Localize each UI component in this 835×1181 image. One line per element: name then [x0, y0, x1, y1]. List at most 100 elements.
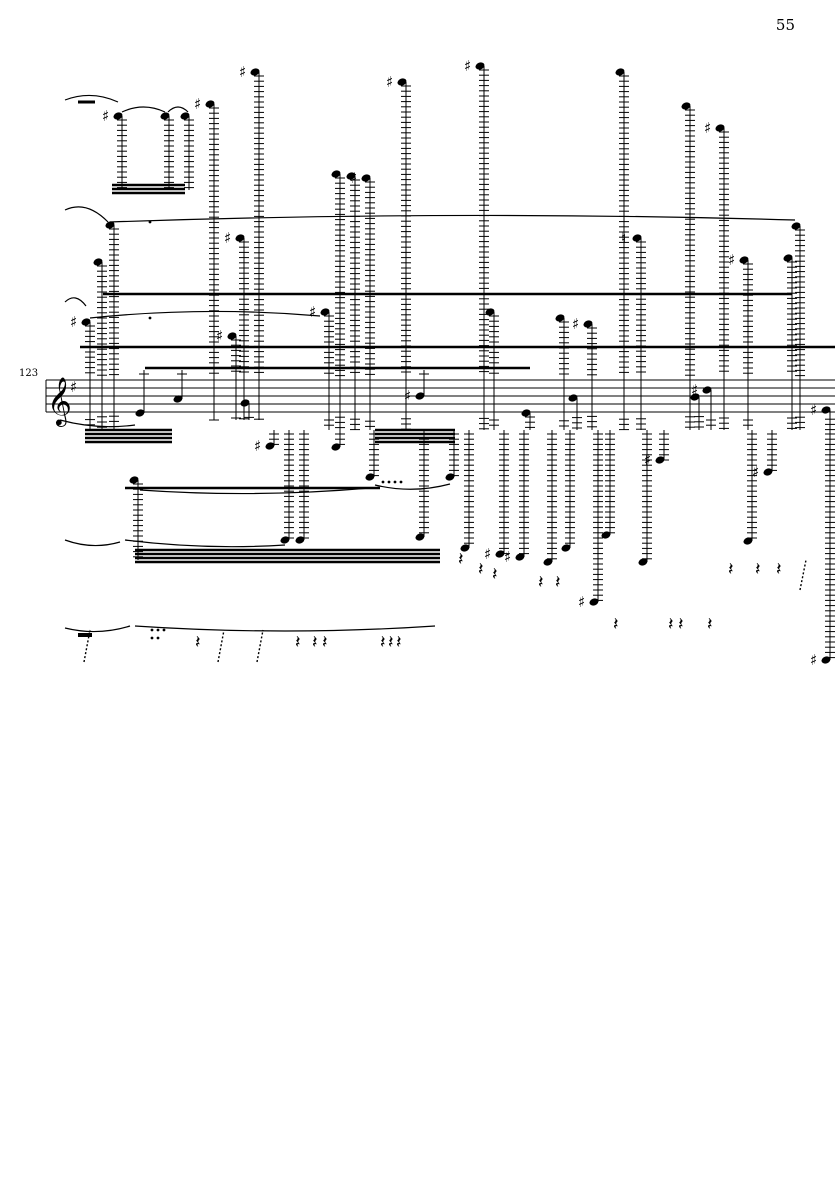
grace-slash — [83, 629, 91, 663]
sharp-sign: ♯ — [572, 315, 579, 333]
notehead — [515, 553, 525, 561]
slur — [59, 419, 136, 428]
notehead — [240, 399, 250, 407]
notehead — [485, 308, 495, 316]
quarter-rest: 𝄽 — [388, 632, 394, 653]
quarter-rest: 𝄽 — [776, 559, 782, 580]
notehead — [638, 558, 648, 566]
augmentation-dot — [381, 480, 385, 484]
augmentation-dot — [393, 480, 397, 484]
slur — [64, 625, 131, 633]
notehead — [397, 78, 407, 86]
quarter-rest: 𝄽 — [538, 572, 544, 593]
sharp-sign: ♯ — [728, 251, 735, 269]
quarter-rest: 𝄽 — [380, 632, 386, 653]
grace-slash — [799, 559, 807, 591]
sharp-sign: ♯ — [404, 387, 411, 405]
sharp-sign: ♯ — [350, 169, 357, 187]
notehead — [135, 409, 145, 417]
quarter-rest: 𝄽 — [668, 614, 674, 635]
notehead — [583, 320, 593, 328]
notehead — [475, 62, 485, 70]
notehead — [681, 102, 691, 110]
notehead — [93, 258, 103, 266]
notehead — [320, 308, 330, 316]
notehead — [460, 544, 470, 552]
sharp-sign: ♯ — [216, 327, 223, 345]
augmentation-dot — [148, 316, 152, 320]
augmentation-dot — [162, 628, 166, 632]
notehead — [632, 234, 642, 242]
notehead — [521, 409, 531, 417]
sharp-sign: ♯ — [224, 229, 231, 247]
notehead — [81, 318, 91, 326]
slur — [64, 539, 121, 547]
sharp-sign: ♯ — [504, 548, 511, 566]
sharp-sign: ♯ — [239, 63, 246, 81]
notehead — [690, 393, 700, 401]
quarter-rest: 𝄽 — [492, 564, 498, 585]
sharp-sign: ♯ — [578, 593, 585, 611]
augmentation-dot — [399, 480, 403, 484]
quarter-rest: 𝄽 — [613, 614, 619, 635]
quarter-rest: 𝄽 — [678, 614, 684, 635]
quarter-rest: 𝄽 — [728, 559, 734, 580]
slur — [134, 625, 436, 632]
sharp-sign: ♯ — [810, 651, 817, 669]
sharp-sign: ♯ — [644, 451, 651, 469]
notehead — [250, 68, 260, 76]
notehead — [346, 172, 356, 180]
sharp-sign: ♯ — [386, 73, 393, 91]
quarter-rest: 𝄽 — [478, 559, 484, 580]
sharp-sign: ♯ — [704, 119, 711, 137]
notehead — [783, 254, 793, 262]
notehead — [105, 221, 115, 229]
notehead — [227, 332, 237, 340]
slur — [374, 483, 451, 490]
notehead — [715, 124, 725, 132]
notehead — [415, 392, 425, 400]
sharp-sign: ♯ — [102, 107, 109, 125]
staff — [45, 379, 835, 413]
notehead — [331, 170, 341, 178]
notehead — [361, 174, 371, 182]
quarter-rest: 𝄽 — [295, 632, 301, 653]
notehead — [113, 112, 123, 120]
notehead — [702, 386, 712, 394]
slur — [167, 106, 189, 113]
notehead — [415, 533, 425, 541]
sharp-sign: ♯ — [810, 401, 817, 419]
notehead — [561, 544, 571, 552]
notehead — [180, 112, 190, 120]
notehead — [568, 394, 578, 402]
sharp-sign: ♯ — [194, 95, 201, 113]
augmentation-dot — [387, 480, 391, 484]
notehead — [235, 234, 245, 242]
notehead — [821, 406, 831, 414]
sharp-sign: ♯ — [484, 545, 491, 563]
slur — [64, 206, 109, 223]
key-signature-sharp: ♯ — [70, 378, 77, 396]
notehead — [739, 256, 749, 264]
slur — [89, 310, 321, 319]
notation-marks: ♯♯♯♯♯♯♯♯♯♯♯♯♯♯♯♮♯♯♯♯♯♯♯♯𝄽𝄽𝄽𝄽𝄽𝄽𝄽𝄽𝄽𝄽𝄽𝄽𝄽𝄽𝄽𝄽… — [59, 57, 835, 669]
notehead — [173, 395, 183, 403]
grace-slash — [256, 629, 264, 663]
natural-sign: ♮ — [621, 229, 626, 247]
quarter-rest: 𝄽 — [312, 632, 318, 653]
notehead — [205, 100, 215, 108]
page-number: 55 — [775, 16, 795, 34]
slur — [64, 94, 119, 103]
quarter-rest: 𝄽 — [396, 632, 402, 653]
quarter-rest: 𝄽 — [195, 632, 201, 653]
sharp-sign: ♯ — [309, 303, 316, 321]
slur — [124, 539, 286, 548]
slur — [121, 106, 166, 113]
sharp-sign: ♯ — [752, 463, 759, 481]
notehead — [743, 537, 753, 545]
slur — [109, 214, 796, 223]
quarter-rest: 𝄽 — [707, 614, 713, 635]
notehead — [791, 222, 801, 230]
sharp-sign: ♯ — [691, 381, 698, 399]
